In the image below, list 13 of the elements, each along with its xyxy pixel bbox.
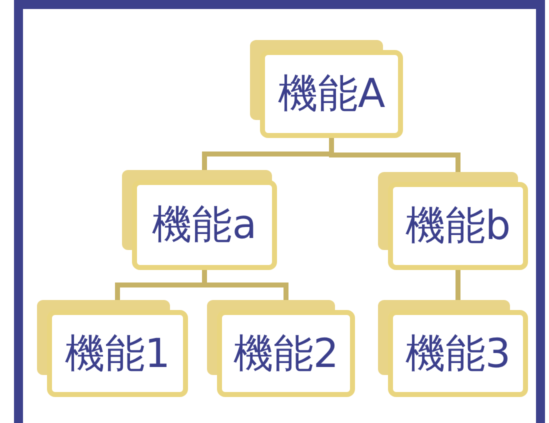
function-box xyxy=(37,300,188,397)
function-box xyxy=(378,300,528,397)
node-label: 機能3 xyxy=(405,334,511,374)
node-label: 機能a xyxy=(152,205,257,245)
node-label: 機能b xyxy=(405,206,511,246)
node-label: 機能A xyxy=(278,74,386,114)
node-label: 機能1 xyxy=(64,334,170,374)
connector-line xyxy=(456,270,460,300)
function-box xyxy=(250,40,403,138)
function-box xyxy=(207,300,355,397)
function-box xyxy=(122,170,277,270)
node-label: 機能2 xyxy=(233,334,339,374)
function-box xyxy=(378,172,528,270)
